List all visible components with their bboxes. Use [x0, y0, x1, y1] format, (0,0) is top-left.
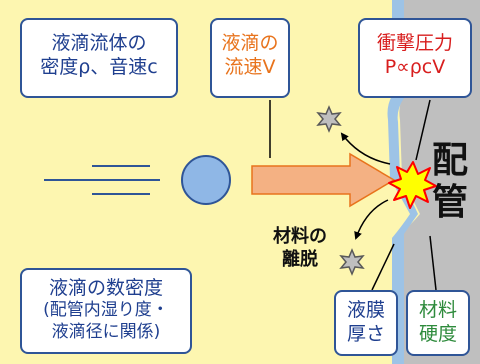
- droplet-properties-line2: 密度ρ、音速c: [40, 56, 158, 79]
- droplet-properties-label: 液滴流体の 密度ρ、音速c: [20, 18, 178, 98]
- material-detachment-line2: 離脱: [282, 248, 318, 270]
- debris-lower-arrow: [354, 199, 389, 240]
- droplet-density-line3: 液滴径に関係): [51, 322, 161, 343]
- pipe-label: 配 管: [428, 140, 472, 224]
- droplet-density-line1: 液滴の数密度: [48, 277, 163, 299]
- impact-pressure-label: 衝撃圧力 P∝ρcV: [358, 18, 472, 98]
- material-hardness-label: 材料 硬度: [406, 290, 470, 356]
- droplet-velocity-label: 液滴の 流速V: [210, 18, 290, 98]
- impact-burst-icon: [388, 161, 437, 209]
- debris-upper-arrow: [340, 132, 391, 165]
- film-thickness-line2: 厚さ: [346, 323, 385, 346]
- debris-lower-icon: [339, 248, 365, 276]
- material-hardness-line1: 材料: [418, 299, 457, 321]
- pipe-label-line1: 配: [431, 140, 468, 181]
- droplet-density-label: 液滴の数密度 (配管内湿り度・ 液滴径に関係): [20, 268, 192, 354]
- impact-pressure-line1: 衝撃圧力: [376, 32, 453, 54]
- material-detachment-label: 材料の 離脱: [258, 226, 342, 271]
- flow-arrow: [251, 152, 396, 208]
- material-hardness-line2: 硬度: [418, 323, 457, 346]
- material-detachment-line1: 材料の: [273, 226, 327, 247]
- droplet-velocity-line1: 液滴の: [221, 32, 279, 54]
- droplet-velocity-line2: 流速V: [224, 56, 276, 79]
- droplet-density-line2: (配管内湿り度・: [43, 300, 169, 321]
- hardness-pointer: [429, 235, 437, 291]
- film-thickness-label: 液膜 厚さ: [334, 290, 398, 356]
- droplet-properties-line1: 液滴流体の: [51, 32, 147, 54]
- impact-pressure-line2: P∝ρcV: [384, 56, 446, 79]
- film-thickness-line1: 液膜: [346, 299, 385, 321]
- droplet-circle: [181, 155, 231, 205]
- debris-upper-icon: [316, 105, 342, 133]
- pipe-label-line2: 管: [431, 182, 468, 223]
- pressure-pointer: [415, 99, 431, 161]
- film-pointer: [371, 243, 395, 291]
